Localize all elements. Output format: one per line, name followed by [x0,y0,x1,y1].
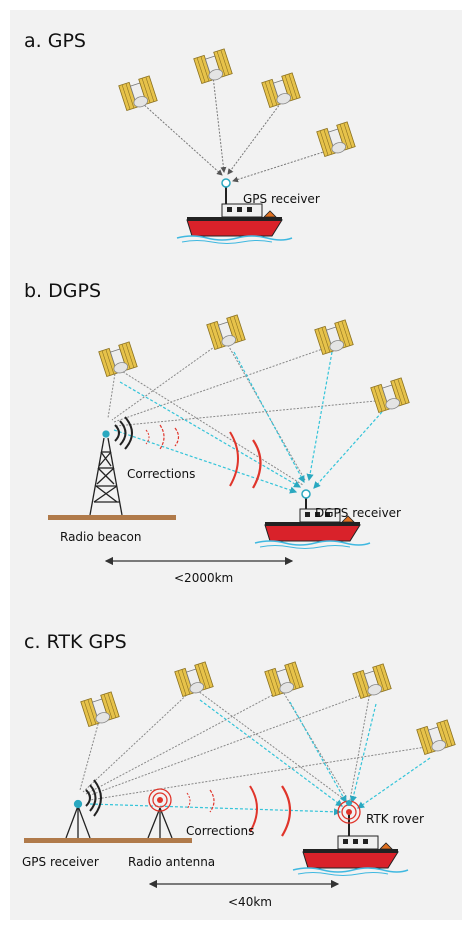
rtk-distance-label: <40km [228,895,272,909]
rtk-rover-label: RTK rover [366,812,424,826]
ground-strip [24,838,192,843]
dgps-corrections-label: Corrections [127,467,195,481]
section-c-heading: c. RTK GPS [24,631,127,653]
rtk-correction-lines [89,699,431,816]
antenna-icon [147,788,173,839]
section-b-heading: b. DGPS [24,280,101,302]
radio-antenna-label: Radio antenna [128,855,215,869]
rtk-radio-waves [186,785,292,837]
gps-signal-lines [141,75,337,183]
tripod-receiver-icon [65,799,91,839]
dgps-signal-lines [107,339,387,486]
background-panel [10,10,462,920]
base-emitter-icon [85,779,102,817]
dgps-radio-waves [145,424,262,489]
dgps-distance-label: <2000km [174,571,233,585]
rtk-corrections-label: Corrections [186,824,254,838]
rover-antenna-icon [337,800,361,845]
radio-tower-icon [89,430,123,516]
section-a-heading: a. GPS [24,30,86,52]
beacon-emitter-icon [114,416,133,450]
dgps-correction-lines [113,351,383,494]
rtk-receiver-label: GPS receiver [22,855,99,869]
ground-strip [48,515,176,520]
radio-beacon-label: Radio beacon [60,530,141,544]
gps-receiver-label: GPS receiver [243,192,320,206]
dgps-receiver-label: DGPS receiver [315,506,401,520]
